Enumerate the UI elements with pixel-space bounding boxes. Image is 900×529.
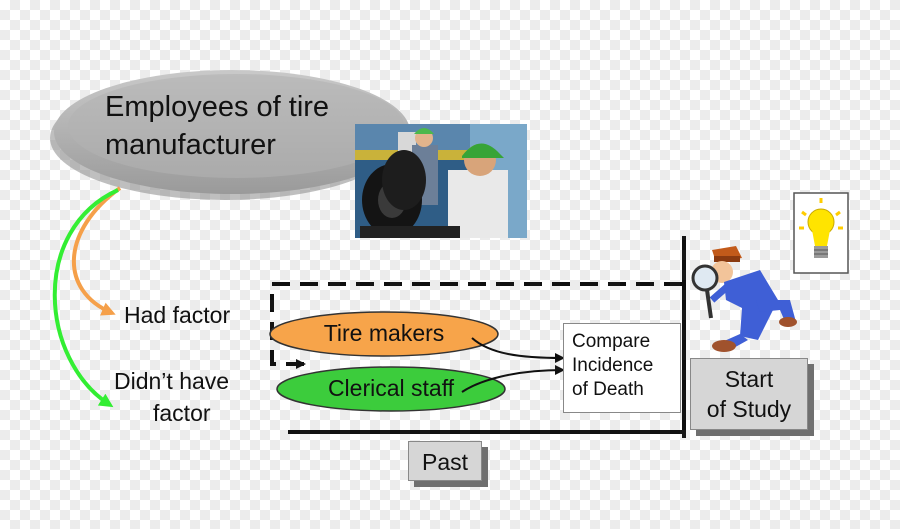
population-title-line2: manufacturer	[105, 129, 276, 161]
clerical-staff-label: Clerical staff	[327, 375, 455, 401]
compare-line3: of Death	[572, 379, 644, 400]
population-title-line1: Employees of tire	[105, 91, 330, 123]
population-title: Employees of tire manufacturer	[105, 88, 385, 164]
tire-makers-label: Tire makers	[323, 320, 445, 346]
tire-makers-oval	[269, 311, 499, 357]
start-line2: of Study	[706, 396, 792, 422]
clerical-staff-arrow	[461, 365, 565, 393]
lightbulb-icon	[793, 192, 849, 274]
compare-line1: Compare	[572, 331, 651, 352]
population-ellipse	[50, 70, 410, 200]
clerical-staff-oval	[276, 366, 506, 412]
detective-magnifier-icon	[691, 246, 797, 352]
past-box: Past	[408, 441, 482, 481]
unexposed-group-label-line2: factor	[153, 400, 211, 426]
start-of-study-box: Start of Study	[690, 358, 808, 430]
unexposed-group-label-line1: Didn’t have	[114, 368, 230, 394]
tire-makers-arrow	[471, 337, 565, 363]
dashed-bracket	[270, 282, 682, 366]
start-line1: Start	[724, 366, 774, 392]
factory-workers-photo	[355, 124, 527, 238]
exposed-group-label: Had factor	[124, 302, 231, 328]
unexposed-curved-arrow	[52, 188, 119, 408]
compare-line2: Incidence	[572, 355, 654, 376]
compare-incidence-box: Compare Incidence of Death	[563, 323, 681, 413]
exposed-curved-arrow	[72, 186, 122, 316]
